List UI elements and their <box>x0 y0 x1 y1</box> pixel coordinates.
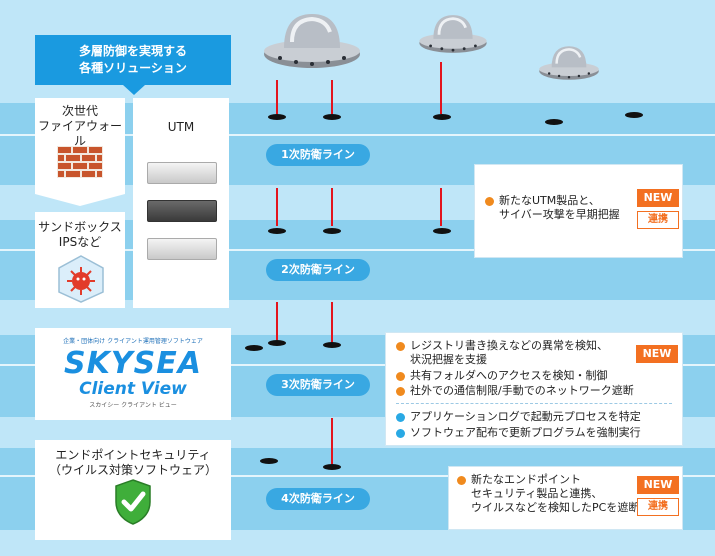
attack-beam <box>331 418 333 464</box>
endpoint-feature-line2: セキュリティ製品と連携、 <box>471 487 603 500</box>
bullet-dot <box>396 387 405 396</box>
breach-hole <box>268 114 286 120</box>
breach-hole <box>323 114 341 120</box>
endpoint-feature-box: 新たなエンドポイント セキュリティ製品と連携、 ウイルスなどを検知したPCを遮断… <box>448 466 683 530</box>
endpoint-feature-line1: 新たなエンドポイント <box>471 473 581 486</box>
skysea-brand-bottom: Client View <box>79 379 187 399</box>
attack-beam <box>276 80 278 114</box>
bullet-dot <box>457 476 466 485</box>
skysea-feature-3: 社外での通信制限/手動でのネットワーク遮断 <box>410 384 634 397</box>
breach-hole <box>625 112 643 118</box>
skysea-feature-box: レジストリ書き換えなどの異常を検知、 状況把握を支援 共有フォルダへのアクセスを… <box>385 332 683 446</box>
skysea-feature-bullet: 共有フォルダへのアクセスを検知・制御 <box>396 369 607 383</box>
endpoint-feature-bullet: 新たなエンドポイント セキュリティ製品と連携、 ウイルスなどを検知したPCを遮断 <box>457 473 639 515</box>
defense-line-1: 1次防衛ライン <box>266 144 370 166</box>
appliance-icon <box>147 162 217 184</box>
diagram-title-line1: 多層防御を実現する <box>78 44 187 58</box>
attack-beam <box>331 80 333 114</box>
skysea-feature-1-line2: 状況把握を支援 <box>410 353 487 366</box>
brick-wall-icon <box>57 146 103 178</box>
sandbox-label-line2: IPSなど <box>58 235 102 249</box>
ufo-icon <box>419 15 487 53</box>
link-badge: 連携 <box>637 498 679 516</box>
breach-hole <box>433 228 451 234</box>
utm-feature-bullet: 新たなUTM製品と、 サイバー攻撃を早期把握 <box>485 194 620 222</box>
attack-beam <box>331 302 333 342</box>
appliance-icon <box>147 238 217 260</box>
breach-hole <box>268 340 286 346</box>
ufo-icon <box>264 14 360 68</box>
bullet-dot <box>396 413 405 422</box>
skysea-logo: SKYSEA Client View スカイシー クライアント ビュー <box>35 346 231 410</box>
firewall-label-line1: 次世代 <box>61 104 98 118</box>
firewall-panel: 次世代 ファイアウォール <box>35 98 125 194</box>
defense-band-4-divider <box>0 475 715 477</box>
defense-band-3-divider <box>0 364 715 366</box>
link-badge: 連携 <box>637 211 679 229</box>
utm-label: UTM <box>167 120 195 134</box>
attack-beam <box>440 62 442 114</box>
bullet-dot <box>485 197 494 206</box>
skysea-feature-bullet: ソフトウェア配布で更新プログラムを強制実行 <box>396 426 641 440</box>
defense-line-4: 4次防衛ライン <box>266 488 370 510</box>
skysea-feature-2: 共有フォルダへのアクセスを検知・制御 <box>410 369 608 382</box>
diagram-title-line2: 各種ソリューション <box>79 61 187 75</box>
bullet-dot <box>396 429 405 438</box>
breach-hole <box>545 119 563 125</box>
firewall-panel-arrow <box>35 194 125 206</box>
skysea-feature-4: アプリケーションログで起動元プロセスを特定 <box>410 410 641 423</box>
skysea-feature-bullet: レジストリ書き換えなどの異常を検知、 状況把握を支援 <box>396 339 608 367</box>
sandbox-label-line1: サンドボックス <box>38 220 122 234</box>
endpoint-panel: エンドポイントセキュリティ （ウイルス対策ソフトウェア） <box>35 440 231 540</box>
breach-hole <box>245 345 263 351</box>
appliance-icon <box>147 200 217 222</box>
skysea-tagline: 企業・団体向け クライアント運用管理ソフトウェア <box>63 338 203 345</box>
new-badge: NEW <box>637 189 679 207</box>
utm-feature-line1: 新たなUTM製品と、 <box>499 194 600 207</box>
firewall-label-line2: ファイアウォール <box>37 119 122 148</box>
attack-beam <box>440 188 442 226</box>
attack-beam <box>276 302 278 340</box>
breach-hole <box>323 228 341 234</box>
defense-band-1-divider <box>0 134 715 136</box>
skysea-reading: スカイシー クライアント ビュー <box>89 402 177 409</box>
sandbox-panel: サンドボックス IPSなど <box>35 212 125 308</box>
skysea-feature-1-line1: レジストリ書き換えなどの異常を検知、 <box>410 339 608 352</box>
breach-hole <box>433 114 451 120</box>
virus-box-icon <box>58 255 104 303</box>
attack-beam <box>331 188 333 226</box>
utm-panel: UTM <box>133 98 229 308</box>
breach-hole <box>268 228 286 234</box>
breach-hole <box>323 342 341 348</box>
utm-feature-line2: サイバー攻撃を早期把握 <box>499 208 620 221</box>
endpoint-feature-line3: ウイルスなどを検知したPCを遮断 <box>471 501 640 514</box>
skysea-feature-5: ソフトウェア配布で更新プログラムを強制実行 <box>410 426 641 439</box>
bullet-dot <box>396 372 405 381</box>
title-arrow <box>123 85 145 95</box>
skysea-feature-bullet: アプリケーションログで起動元プロセスを特定 <box>396 410 641 424</box>
attack-beam <box>276 188 278 226</box>
new-badge: NEW <box>636 345 678 363</box>
diagram-title-box: 多層防御を実現する 各種ソリューション <box>35 35 231 85</box>
skysea-panel: 企業・団体向け クライアント運用管理ソフトウェア SKYSEA Client V… <box>35 328 231 420</box>
defense-band-2-divider <box>0 249 715 251</box>
ufo-icon <box>539 46 599 80</box>
breach-hole <box>260 458 278 464</box>
defense-line-2: 2次防衛ライン <box>266 259 370 281</box>
bullet-dot <box>396 342 405 351</box>
breach-hole <box>323 464 341 470</box>
utm-feature-box: 新たなUTM製品と、 サイバー攻撃を早期把握 NEW 連携 <box>474 164 683 258</box>
defense-line-3: 3次防衛ライン <box>266 374 370 396</box>
new-badge: NEW <box>637 476 679 494</box>
endpoint-label-line1: エンドポイントセキュリティ <box>55 448 211 462</box>
shield-check-icon <box>115 479 151 525</box>
skysea-feature-divider <box>396 403 672 404</box>
skysea-feature-bullet: 社外での通信制限/手動でのネットワーク遮断 <box>396 384 634 398</box>
skysea-brand-top: SKYSEA <box>64 346 202 381</box>
endpoint-label-line2: （ウイルス対策ソフトウェア） <box>48 463 217 477</box>
